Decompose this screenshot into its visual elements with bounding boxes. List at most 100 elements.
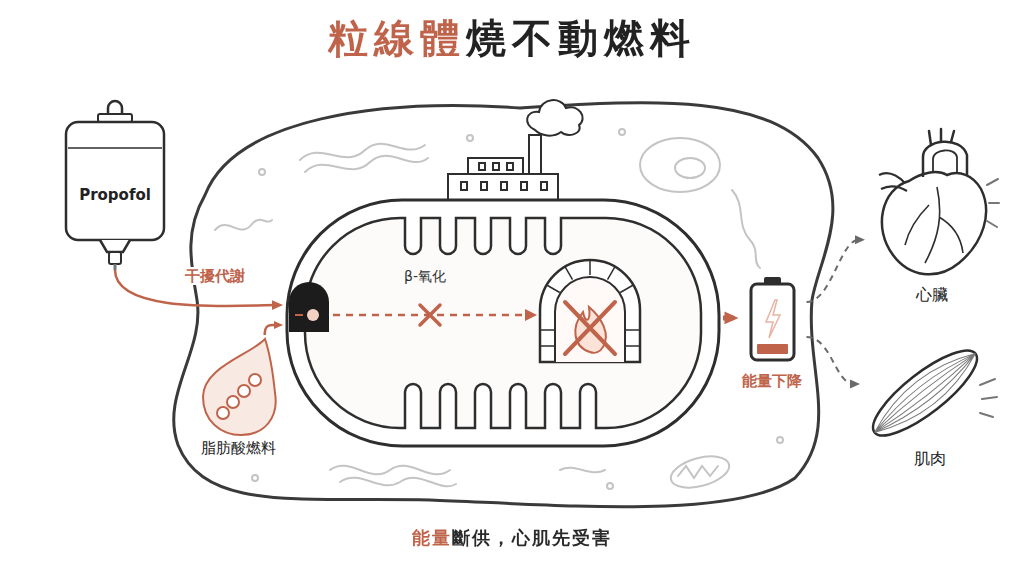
furnace-icon-part — [565, 302, 615, 354]
mitochondrion-drawing — [283, 180, 723, 452]
factory-icon-part — [481, 182, 487, 190]
node-label: 肌肉 — [914, 449, 946, 469]
organelles — [215, 129, 783, 493]
muscle-drawing-part — [862, 338, 987, 448]
connector — [723, 312, 739, 325]
arrow-head — [855, 235, 865, 244]
node-label: 能量下降 — [742, 372, 802, 391]
factory-icon-part — [541, 182, 547, 190]
iv-bag-drawing-part — [68, 147, 162, 149]
furnace-icon-part — [555, 277, 625, 362]
transporter-door-part — [295, 314, 303, 316]
fat-droplet: 脂肪酸燃料 — [195, 335, 280, 463]
heart-drawing-part — [933, 150, 957, 173]
connector — [265, 321, 283, 335]
caption: 能量斷供，心肌先受害 — [412, 526, 612, 549]
connector — [807, 235, 866, 302]
beta-oxidation-arrow — [333, 305, 537, 325]
transporter-door — [289, 282, 329, 332]
beta-oxidation-arrow-part — [525, 309, 537, 321]
organelles-part — [467, 135, 473, 141]
iv-bag-drawing-part — [66, 122, 164, 240]
cell-membrane — [174, 103, 833, 507]
inner-membrane — [305, 218, 701, 428]
fat-droplet-drawing-part-part — [227, 396, 239, 408]
battery-drawing-part — [751, 284, 794, 360]
factory-icon-part — [507, 163, 513, 170]
heart-drawing-part — [905, 187, 963, 263]
organelles-part — [305, 156, 428, 172]
heart-drawing-part — [987, 179, 999, 227]
arrow-head — [272, 300, 283, 310]
node-label: 心臟 — [916, 285, 948, 305]
caption-wrap: 能量斷供，心肌先受害 — [0, 526, 1024, 549]
iv-bag-drawing-part — [114, 264, 117, 270]
organelles-part — [732, 190, 760, 268]
organelles-part — [619, 129, 625, 135]
organelles-part — [340, 478, 456, 487]
organelles-part — [675, 158, 705, 178]
organelles-part — [678, 466, 718, 478]
node-label: Propofol — [79, 186, 151, 205]
muscle-drawing-part — [980, 379, 997, 417]
organelles-part — [252, 475, 258, 481]
arrow-head — [274, 321, 283, 329]
muscle-drawing-part-part — [866, 343, 984, 444]
organelles-part — [607, 483, 613, 489]
iv-bag-drawing-part — [109, 252, 121, 264]
connector-line — [807, 337, 855, 384]
organelles-part — [330, 466, 450, 475]
fat-droplet-drawing-part — [217, 374, 261, 419]
organelles-part — [560, 468, 605, 473]
factory-icon-part — [529, 135, 541, 175]
battery-drawing-part — [757, 344, 788, 354]
heart: 心臟 — [865, 125, 1000, 310]
iv-bag-drawing-part — [108, 101, 122, 114]
connector — [807, 337, 861, 389]
mitochondrion-drawing-part — [287, 200, 719, 446]
factory-icon-part — [501, 182, 507, 190]
battery: 能量下降 — [739, 272, 807, 397]
arrow-head — [850, 380, 860, 389]
factory-icon-part — [527, 100, 583, 136]
factory-icon-part — [479, 163, 485, 170]
furnace-icon — [540, 260, 640, 362]
title-wrap: 粒線體燒不動燃料 — [0, 14, 1024, 62]
fat-droplet-drawing-part-part — [249, 374, 261, 386]
title: 粒線體燒不動燃料 — [328, 14, 696, 62]
iv-bag: Propofol — [60, 100, 170, 270]
fat-droplet-drawing-part-part — [217, 407, 229, 419]
heart-drawing-part — [879, 173, 907, 191]
factory-icon-part — [461, 182, 467, 190]
factory-icon-part — [493, 163, 499, 170]
arrow-head — [724, 312, 738, 325]
organelles-part — [667, 451, 732, 494]
transporter-door-part — [307, 309, 319, 321]
connector-line — [807, 240, 860, 302]
organelles-part — [640, 138, 720, 192]
mitochondrion: β-氧化 — [283, 180, 723, 452]
heart-drawing — [865, 125, 1000, 310]
organelles-part — [215, 220, 272, 230]
fat-droplet-drawing-part — [203, 339, 276, 435]
heart-drawing-part — [929, 129, 954, 145]
muscle-drawing-part-part — [862, 338, 987, 448]
factory-icon-part — [468, 158, 523, 175]
factory-icon-part — [521, 182, 527, 190]
organelles-part — [777, 437, 783, 443]
node-label: 脂肪酸燃料 — [201, 439, 276, 458]
organelles-part — [259, 169, 265, 175]
furnace-icon-part — [540, 260, 640, 362]
battery-drawing-part — [766, 300, 780, 338]
edge-label: 干擾代謝 — [182, 267, 248, 286]
iv-bag-drawing-part — [100, 240, 130, 252]
beta-oxidation-arrow-part — [420, 305, 440, 325]
factory-icon-part — [448, 174, 558, 202]
heart-drawing-part — [923, 142, 967, 177]
factory-icon — [448, 100, 583, 202]
node-label: β-氧化 — [404, 268, 446, 286]
iv-bag-drawing — [60, 100, 170, 270]
fat-droplet-drawing-part-part — [238, 385, 250, 397]
